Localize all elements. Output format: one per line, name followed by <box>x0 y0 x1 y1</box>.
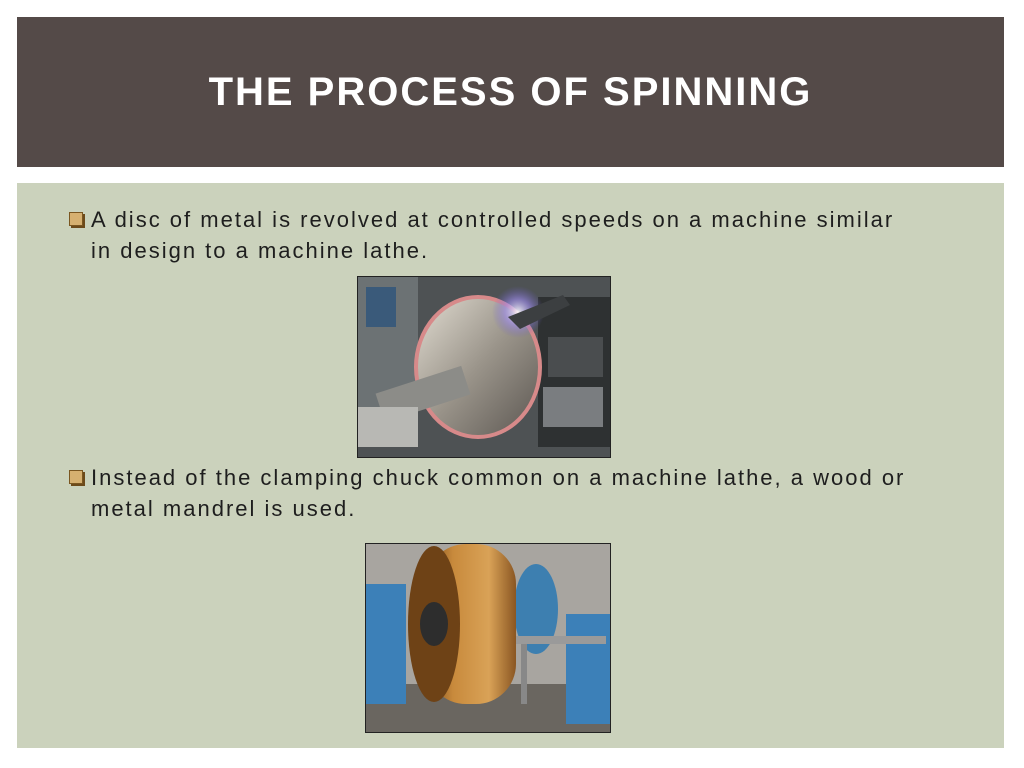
title-bar: The Process of Spinning <box>17 17 1004 167</box>
lathe-spinning-photo <box>357 276 611 458</box>
bullet-text: A disc of metal is revolved at controlle… <box>91 207 895 263</box>
bullet-checkbox-icon <box>69 470 83 484</box>
bullet-text: Instead of the clamping chuck common on … <box>91 465 906 521</box>
slide-content: A disc of metal is revolved at controlle… <box>17 183 1004 748</box>
slide-title: The Process of Spinning <box>208 69 813 114</box>
bullet-item-1: A disc of metal is revolved at controlle… <box>67 204 917 266</box>
bullet-item-2: Instead of the clamping chuck common on … <box>67 462 917 524</box>
wooden-mandrel-photo <box>365 543 611 733</box>
bullet-checkbox-icon <box>69 212 83 226</box>
